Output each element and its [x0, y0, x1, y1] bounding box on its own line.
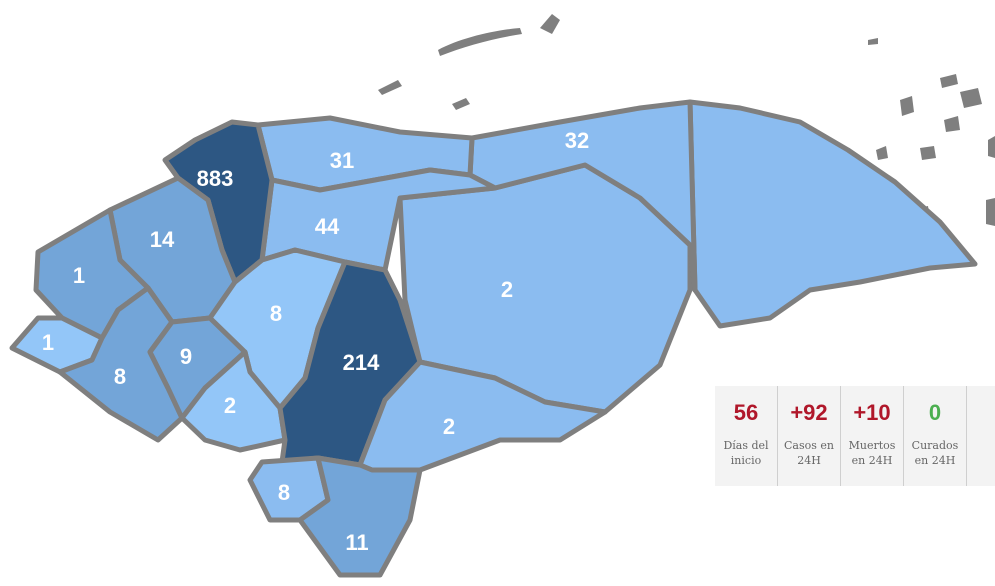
label-olancho: 2 — [501, 277, 513, 302]
stat-recovered-value: 0 — [928, 400, 942, 425]
stat-days-label: Días del inicio — [723, 439, 769, 467]
label-comayagua: 8 — [270, 301, 282, 326]
island-small-2 — [868, 38, 878, 45]
island-cayo-3 — [944, 116, 960, 132]
island-utila — [378, 80, 402, 95]
label-intibuca: 9 — [180, 344, 192, 369]
island-roatan — [438, 28, 522, 56]
label-el-paraiso: 2 — [443, 414, 455, 439]
label-atlantida: 31 — [330, 148, 354, 173]
label-santa-barbara: 14 — [150, 227, 175, 252]
island-swan — [900, 96, 914, 116]
island-cayo-5 — [876, 146, 888, 160]
stat-days-value: 56 — [733, 400, 759, 425]
island-cayo-2 — [960, 88, 982, 108]
label-choluteca: 11 — [345, 530, 368, 555]
label-lempira: 8 — [114, 364, 126, 389]
dept-shape-el-paraiso — [357, 359, 608, 473]
label-cortes: 883 — [197, 166, 234, 191]
label-francisco-morazan: 214 — [343, 350, 380, 375]
label-ocotepeque: 1 — [42, 330, 54, 355]
label-colon: 32 — [565, 128, 589, 153]
label-yoro: 44 — [315, 214, 340, 239]
stats-panel: 56 Días del inicio +92 Casos en 24H +10 … — [715, 386, 995, 486]
label-copan: 1 — [73, 263, 85, 288]
stat-deaths: +10 Muertos en 24H — [841, 386, 904, 486]
dept-shape-choluteca — [297, 455, 423, 578]
island-cayo-4 — [920, 146, 936, 160]
stat-recovered: 0 Curados en 24H — [904, 386, 967, 486]
dept-shape-gracias-a-dios — [687, 99, 978, 329]
label-valle: 8 — [278, 480, 290, 505]
island-cayo-8 — [986, 198, 995, 226]
island-guanaja — [540, 14, 560, 34]
island-cayo-1 — [940, 74, 958, 88]
stat-days: 56 Días del inicio — [715, 386, 778, 486]
departments — [9, 99, 978, 578]
label-la-paz: 2 — [224, 393, 236, 418]
stat-deaths-value: +10 — [853, 400, 891, 425]
stat-cases-label: Casos en 24H — [784, 439, 834, 467]
stat-cases: +92 Casos en 24H — [778, 386, 841, 486]
stat-recovered-label: Curados en 24H — [911, 439, 959, 467]
island-small-1 — [452, 98, 470, 110]
stat-cases-value: +92 — [790, 400, 828, 425]
island-cayo-6 — [988, 136, 995, 158]
department-labels: 883 31 32 14 44 2 1 1 8 9 8 2 214 2 8 11 — [42, 128, 589, 555]
stat-deaths-label: Muertos en 24H — [848, 439, 896, 467]
